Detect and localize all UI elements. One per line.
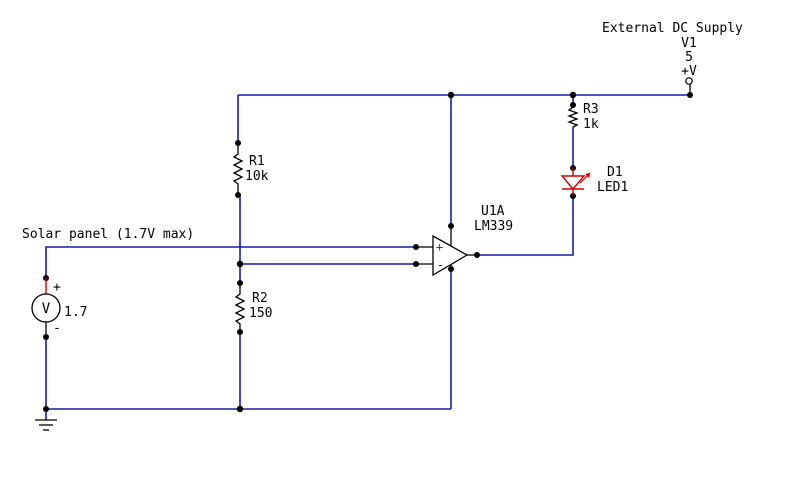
supply-title: External DC Supply [602, 21, 743, 36]
junction-dot [569, 91, 577, 99]
comparator-u1a[interactable]: + - U1A LM339 [416, 204, 513, 277]
junction-dot [447, 91, 455, 99]
resistor-r2[interactable]: R2 150 [234, 283, 272, 332]
r1-ref: R1 [249, 154, 265, 169]
d1-value: LED1 [597, 180, 628, 195]
voltmeter-icon [31, 293, 61, 323]
resistor-r1[interactable]: R1 10k [232, 143, 269, 195]
r2-ref: R2 [252, 291, 268, 306]
u1-ref: U1A [481, 204, 505, 219]
supply-terminal-label: +V [681, 64, 697, 79]
r3-value: 1k [583, 117, 599, 132]
d1-ref: D1 [607, 165, 623, 180]
resistor-icon [567, 105, 579, 128]
resistor-icon [234, 283, 246, 332]
source-symbol: V [42, 301, 51, 317]
junction-dot [236, 260, 244, 268]
source-label: Solar panel (1.7V max) [22, 227, 194, 242]
led-d1[interactable]: D1 LED1 [560, 165, 628, 196]
r1-value: 10k [245, 169, 269, 184]
supply-terminal-icon[interactable] [685, 77, 693, 85]
r2-value: 150 [249, 306, 272, 321]
source-minus-sign: - [53, 321, 61, 336]
opamp-minus-sign: - [437, 258, 444, 272]
resistor-icon [232, 143, 244, 195]
solar-voltage-source[interactable]: V + - 1.7 Solar panel (1.7V max) [22, 227, 194, 337]
ground-node-dot [43, 406, 49, 412]
ground-icon [35, 406, 57, 431]
led-icon [560, 175, 586, 191]
supply-pin-dot [687, 92, 693, 98]
supply-ref: V1 [681, 36, 697, 51]
wire-source-plus [45, 246, 416, 278]
supply-value: 5 [685, 50, 693, 65]
resistor-r3[interactable]: R3 1k [567, 102, 599, 132]
source-plus-sign: + [53, 280, 61, 295]
dc-supply: External DC Supply V1 5 +V [602, 21, 743, 98]
junction-dot [236, 405, 244, 413]
u1-value: LM339 [474, 219, 513, 234]
wires [45, 94, 690, 420]
source-value: 1.7 [64, 305, 87, 320]
wire-output [477, 196, 574, 256]
led-light-arrow-head [585, 173, 590, 178]
r3-ref: R3 [583, 102, 599, 117]
junctions [43, 91, 577, 413]
opamp-plus-sign: + [436, 240, 443, 254]
opamp-triangle-icon [432, 234, 469, 277]
